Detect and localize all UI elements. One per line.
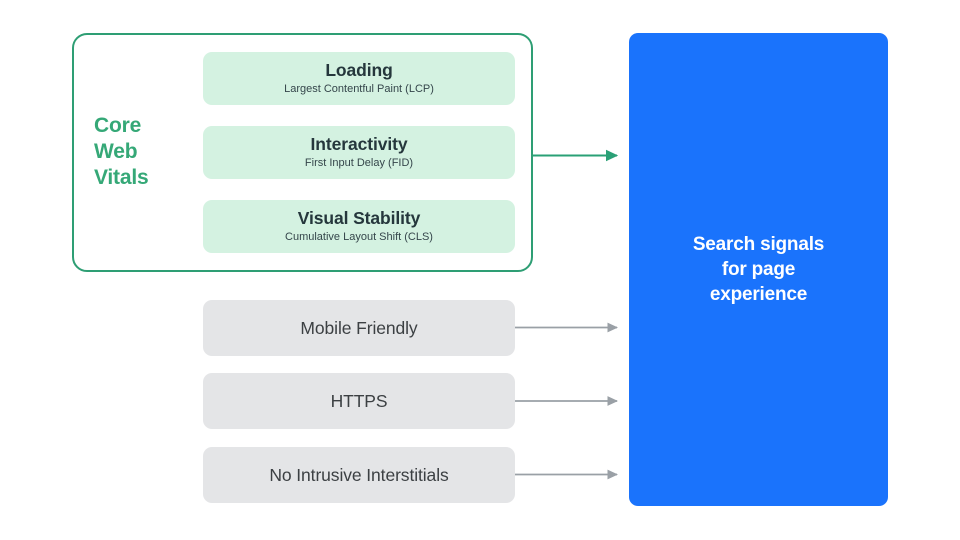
vital-card-interactivity[interactable]: Interactivity First Input Delay (FID) bbox=[203, 126, 515, 179]
core-web-vitals-label-line-3: Vitals bbox=[94, 166, 149, 189]
search-signals-text: Search signals for page experience bbox=[692, 232, 825, 307]
search-signals-line-2: for page bbox=[721, 259, 796, 280]
signal-card-label: Mobile Friendly bbox=[300, 317, 418, 338]
search-signals-line-1: Search signals bbox=[692, 234, 825, 255]
vital-title: Loading bbox=[325, 60, 393, 80]
vital-subtitle: Largest Contentful Paint (LCP) bbox=[284, 83, 434, 95]
signal-card-mobile-friendly[interactable]: Mobile Friendly bbox=[203, 300, 515, 356]
search-signals-box: Search signals for page experience bbox=[629, 33, 888, 506]
core-web-vitals-label-line-2: Web bbox=[94, 140, 138, 163]
search-signals-line-3: experience bbox=[709, 284, 808, 305]
vital-card-visual-stability[interactable]: Visual Stability Cumulative Layout Shift… bbox=[203, 200, 515, 253]
signal-card-https[interactable]: HTTPS bbox=[203, 373, 515, 429]
core-web-vitals-label: Core Web Vitals bbox=[94, 113, 190, 191]
vital-title: Interactivity bbox=[310, 134, 408, 154]
signal-card-no-intrusive-interstitials[interactable]: No Intrusive Interstitials bbox=[203, 447, 515, 503]
vital-subtitle: Cumulative Layout Shift (CLS) bbox=[285, 231, 433, 243]
vital-subtitle: First Input Delay (FID) bbox=[304, 157, 414, 169]
signal-card-label: No Intrusive Interstitials bbox=[269, 464, 449, 485]
signal-card-label: HTTPS bbox=[330, 390, 388, 411]
vital-title: Visual Stability bbox=[297, 208, 421, 228]
core-web-vitals-label-line-1: Core bbox=[94, 114, 142, 137]
vital-card-loading[interactable]: Loading Largest Contentful Paint (LCP) bbox=[203, 52, 515, 105]
